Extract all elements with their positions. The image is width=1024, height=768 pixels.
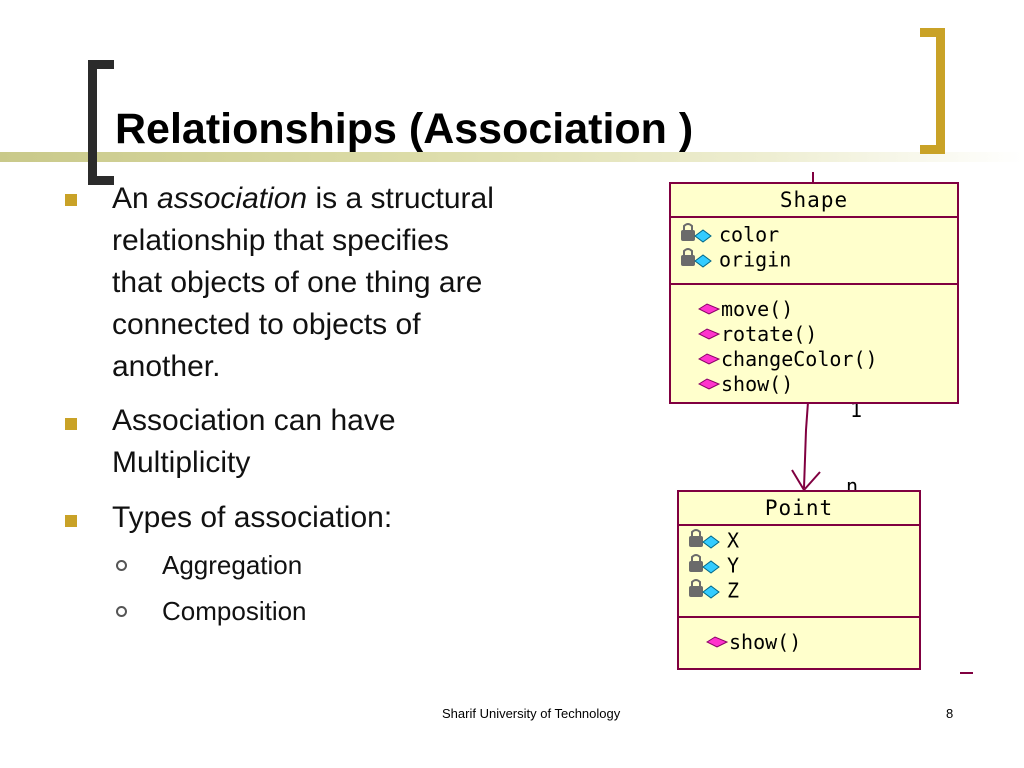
bullet-marker [65, 194, 77, 206]
attribute-color: color [719, 222, 780, 247]
left-bracket-bottom [88, 176, 114, 185]
left-bracket-top [88, 60, 114, 69]
private-attribute-icon [679, 222, 719, 250]
bullet-1-line: relationship that specifies [112, 224, 449, 257]
attribute-row: X [687, 528, 739, 556]
attribute-row: origin [679, 247, 791, 275]
association-connector [791, 401, 821, 492]
bullet-marker [65, 418, 77, 430]
bullet-1-line: is a structural [315, 182, 494, 215]
multiplicity-one: 1 [850, 398, 863, 422]
bullet-1: An association is a structural relations… [112, 178, 632, 388]
class-divider [671, 216, 957, 218]
footer-institution: Sharif University of Technology [442, 706, 621, 721]
attribute-row: Z [687, 578, 739, 606]
sub-bullet-aggregation: Aggregation [162, 550, 303, 580]
bullet-1-line: another. [112, 350, 221, 383]
attribute-x: X [727, 528, 740, 553]
bullet-3-line: Types of association: [112, 501, 393, 534]
private-attribute-icon [687, 528, 727, 556]
operation-show: show() [729, 630, 802, 654]
operation-row: move() [697, 297, 793, 323]
operation-row: show() [697, 372, 793, 398]
bullet-2-line: Association can have [112, 404, 396, 437]
class-divider [679, 616, 919, 618]
class-divider [671, 283, 957, 285]
bullet-1-line: connected to objects of [112, 308, 421, 341]
right-bracket [936, 28, 945, 154]
shape-class-box[interactable]: Shape color origin move() rotate() chang… [669, 182, 959, 404]
point-class-box[interactable]: Point X Y Z show() [677, 490, 921, 670]
slide-title: Relationships (Association ) [115, 105, 694, 153]
decorative-mark [812, 172, 814, 182]
operation-row: show() [705, 630, 801, 656]
bullet-1-emphasis: association [157, 182, 308, 215]
attribute-row: Y [687, 553, 739, 581]
sub-bullet-marker [116, 560, 127, 571]
class-divider [679, 524, 919, 526]
public-operation-icon [697, 373, 721, 398]
operation-row: rotate() [697, 322, 817, 348]
private-attribute-icon [687, 578, 727, 606]
attribute-y: Y [727, 553, 740, 578]
page-number: 8 [946, 706, 954, 721]
private-attribute-icon [687, 553, 727, 581]
operation-row: changeColor() [697, 347, 878, 373]
public-operation-icon [697, 298, 721, 323]
operation-change-color: changeColor() [721, 347, 878, 371]
bullet-marker [65, 515, 77, 527]
class-name: Point [764, 496, 834, 520]
sub-bullet-composition: Composition [162, 596, 307, 626]
class-name: Shape [779, 188, 849, 212]
bullet-1-line: that objects of one thing are [112, 266, 483, 299]
operation-rotate: rotate() [721, 322, 818, 346]
public-operation-icon [705, 631, 729, 656]
operation-move: move() [721, 297, 794, 321]
public-operation-icon [697, 323, 721, 348]
left-bracket [88, 60, 97, 185]
bullet-2-line: Multiplicity [112, 446, 251, 479]
private-attribute-icon [679, 247, 719, 275]
public-operation-icon [697, 348, 721, 373]
decorative-mark [960, 672, 973, 674]
bullet-3: Types of association: [112, 497, 392, 539]
right-bracket-top [920, 28, 945, 37]
bullet-1-prefix: An [112, 182, 158, 215]
right-bracket-bottom [920, 145, 945, 154]
attribute-row: color [679, 222, 779, 250]
attribute-origin: origin [719, 247, 792, 272]
sub-bullet-marker [116, 606, 127, 617]
title-band [0, 152, 1024, 162]
bullet-2: Association can have Multiplicity [112, 400, 396, 484]
operation-show: show() [721, 372, 794, 396]
attribute-z: Z [727, 578, 740, 603]
